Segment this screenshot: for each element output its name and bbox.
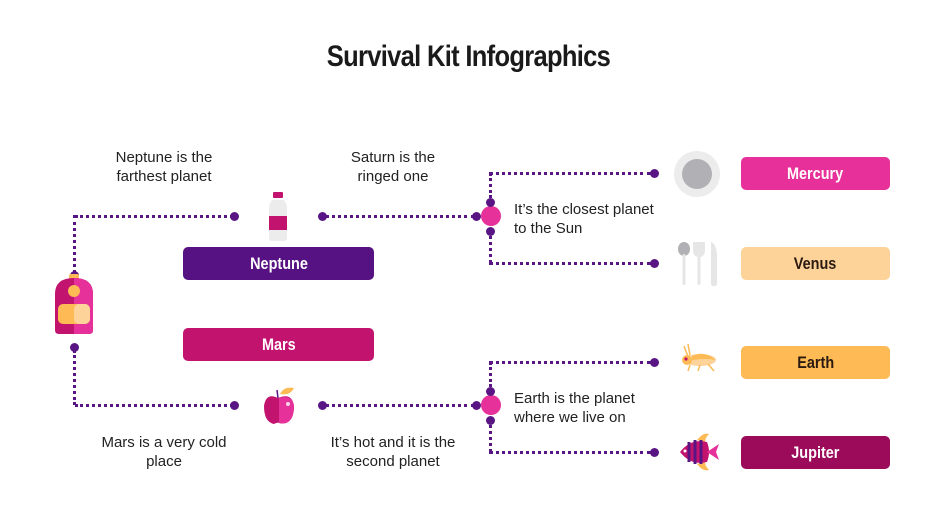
connector-dot bbox=[318, 212, 327, 221]
connector-dot bbox=[486, 387, 495, 396]
connector-dot bbox=[230, 401, 239, 410]
caption-mars: Mars is a very cold place bbox=[101, 434, 227, 470]
connector-line bbox=[489, 236, 492, 263]
connector-line bbox=[489, 451, 651, 454]
connector-line bbox=[489, 361, 651, 364]
backpack-icon bbox=[51, 274, 97, 336]
label-mars: Mars bbox=[183, 328, 374, 361]
connector-dot bbox=[486, 416, 495, 425]
connector-line bbox=[325, 404, 475, 407]
connector-line bbox=[489, 425, 492, 452]
label-venus: Venus bbox=[741, 247, 890, 280]
connector-line bbox=[489, 173, 492, 198]
label-text: Neptune bbox=[249, 253, 308, 273]
connector-dot bbox=[318, 401, 327, 410]
label-jupiter: Jupiter bbox=[741, 436, 890, 469]
connector-dot bbox=[486, 198, 495, 207]
caption-saturn: Saturn is the ringed one bbox=[350, 149, 436, 185]
connector-dot bbox=[472, 401, 481, 410]
label-text: Jupiter bbox=[791, 442, 840, 462]
caption-earth: Earth is the planet where we live on bbox=[514, 390, 635, 426]
apple-icon bbox=[262, 386, 296, 426]
label-text: Mars bbox=[261, 334, 296, 354]
connector-dot bbox=[230, 212, 239, 221]
hub-circle bbox=[481, 395, 501, 415]
connector-line bbox=[489, 362, 492, 387]
connector-dot bbox=[650, 169, 659, 178]
connector-dot bbox=[650, 448, 659, 457]
cutlery-icon bbox=[677, 240, 721, 286]
water-bottle-icon bbox=[268, 192, 288, 242]
caption-second-planet: It’s hot and it is the second planet bbox=[330, 434, 456, 470]
grasshopper-icon bbox=[678, 343, 720, 372]
connector-line bbox=[489, 262, 651, 265]
label-neptune: Neptune bbox=[183, 247, 374, 280]
label-earth: Earth bbox=[741, 346, 890, 379]
connector-line bbox=[73, 350, 76, 405]
connector-dot bbox=[650, 259, 659, 268]
plate-icon bbox=[673, 150, 721, 198]
connector-line bbox=[75, 404, 233, 407]
caption-closest: It’s the closest planet to the Sun bbox=[514, 201, 654, 237]
page-title: Survival Kit Infographics bbox=[326, 40, 611, 73]
connector-line bbox=[489, 172, 651, 175]
label-text: Venus bbox=[794, 253, 837, 273]
label-text: Earth bbox=[797, 352, 834, 372]
connector-dot bbox=[70, 343, 79, 352]
label-mercury: Mercury bbox=[741, 157, 890, 190]
fish-icon bbox=[679, 432, 721, 472]
connector-line bbox=[325, 215, 475, 218]
hub-circle bbox=[481, 206, 501, 226]
connector-dot bbox=[650, 358, 659, 367]
connector-line bbox=[73, 215, 76, 273]
connector-line bbox=[75, 215, 233, 218]
caption-neptune: Neptune is the farthest planet bbox=[115, 149, 213, 185]
connector-dot bbox=[486, 227, 495, 236]
label-text: Mercury bbox=[787, 163, 844, 183]
connector-dot bbox=[472, 212, 481, 221]
